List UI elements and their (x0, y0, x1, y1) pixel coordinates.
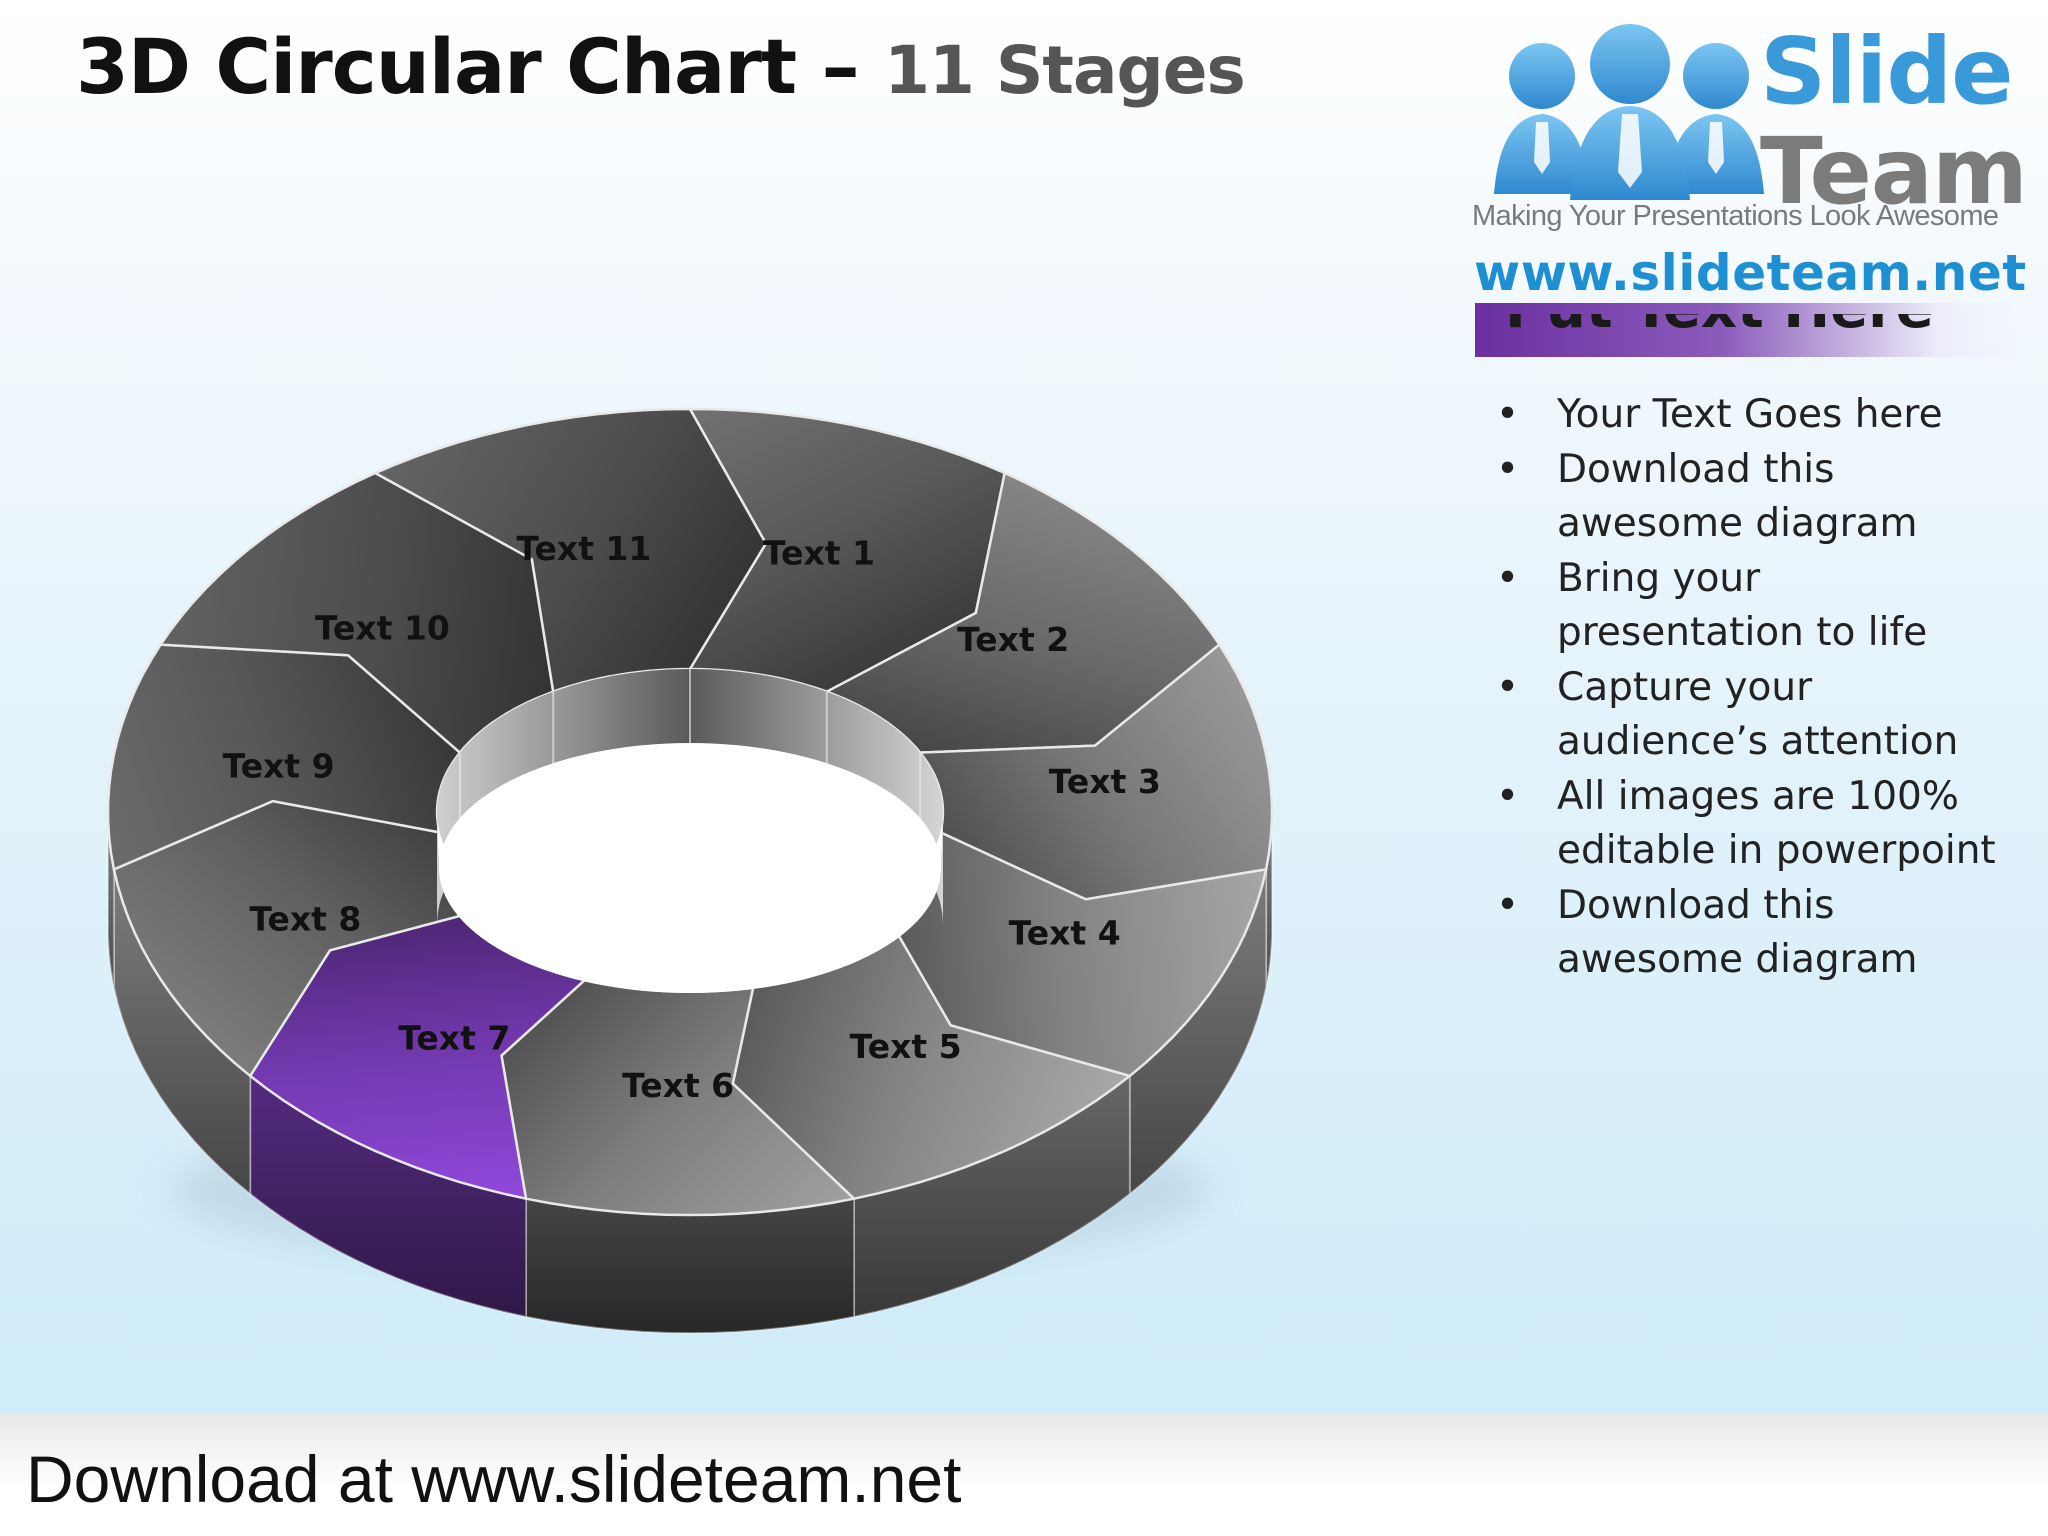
inner-wall (437, 669, 943, 924)
logo-word-slide: Slide (1760, 18, 2014, 125)
stage-label-9: Text 9 (223, 746, 335, 785)
logo-url[interactable]: www.slideteam.net (1474, 244, 2027, 302)
stage-side-6 (525, 1197, 855, 1335)
stage-label-1: Text 1 (763, 533, 875, 572)
panel-heading: Put Text Here (1505, 276, 1934, 341)
stage-labels: Text 1 Text 2 Text 3 Text 4 Text 5 Text 6 Text… (223, 529, 1161, 1105)
stage-label-10: Text 10 (315, 608, 450, 647)
heading-bar (1475, 303, 2020, 357)
bullet-item: All images are 100%editable in powerpoin… (1490, 770, 2030, 879)
ring-hole-front (437, 812, 943, 993)
stage-label-2: Text 2 (957, 620, 1069, 659)
stage-label-3: Text 3 (1049, 762, 1161, 801)
footer-download-text[interactable]: Download at www.slideteam.net (26, 1442, 962, 1516)
ring-side-wall (107, 812, 1273, 1335)
footer-band (0, 1414, 2048, 1536)
stage-label-5: Text 5 (850, 1027, 962, 1066)
title-main: 3D Circular Chart – (76, 22, 860, 111)
title-subtitle: 11 Stages (884, 32, 1246, 109)
logo-tagline: Making Your Presentations Look Awesome (1472, 200, 1999, 232)
logo-word-team: Team (1760, 118, 2028, 225)
bullet-list: Your Text Goes here Download thisawesome… (1490, 388, 2030, 988)
people-logo-icon (1494, 24, 1764, 200)
stage-label-7: Text 7 (398, 1018, 510, 1057)
ring-hole (439, 743, 941, 993)
stage-label-11: Text 11 (516, 529, 651, 568)
stage-label-4: Text 4 (1009, 914, 1121, 953)
circular-chart-11-stages: Text 1 Text 2 Text 3 Text 4 Text 5 Text 6 Text… (106, 407, 1274, 1335)
slide-title: 3D Circular Chart – 11 Stages (76, 22, 1246, 111)
ring-top-segments (106, 407, 1274, 1217)
stage-label-8: Text 8 (249, 899, 361, 938)
stage-label-6: Text 6 (622, 1066, 734, 1105)
bullet-item: Your Text Goes here (1490, 388, 2030, 443)
ring-inner-wall (437, 669, 943, 993)
slideteam-logo: Slide Team Making Your Presentations Loo… (1470, 18, 2030, 318)
